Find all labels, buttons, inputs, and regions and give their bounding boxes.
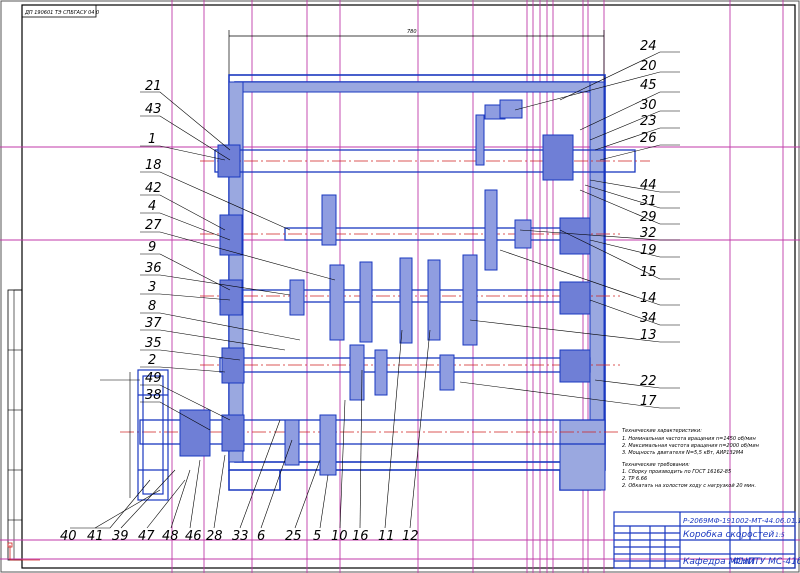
svg-text:2. Максимальная частота вращен: 2. Максимальная частота вращения n=2000 … [622,443,760,449]
side-strip [7,289,23,561]
stamp-code: ДП 190601 ТЭ СПБГАСУ 04 0 [24,10,99,16]
callout: 46 [185,529,202,544]
callout: 33 [232,529,249,544]
stamp-box [21,4,97,18]
callout: 24 [640,39,657,54]
callout: 28 [206,529,223,544]
callout: 34 [640,311,657,326]
callout: 10 [331,529,348,544]
callout: 9 [148,240,156,255]
drawing-title: Коробка скоростей [683,530,774,540]
overall-dimension-text: 780 [407,29,417,35]
callout: 12 [402,529,419,544]
callout: 35 [145,336,162,351]
callout: 3 [148,280,156,295]
bearings [179,134,591,457]
callout: 41 [87,529,104,544]
shift-fork [475,99,523,166]
callout: 22 [640,374,657,389]
group: ФНПТУ МС-41б [733,557,800,567]
callout: 5 [313,529,321,544]
callout: 25 [285,529,302,544]
callout: 4 [148,199,156,214]
callout: 20 [640,59,657,74]
svg-text:2. ТР 6.66: 2. ТР 6.66 [622,476,647,482]
callout: 16 [352,529,369,544]
callout: 37 [145,316,162,331]
svg-text:1. Сборку производить по ГОСТ: 1. Сборку производить по ГОСТ 16162-85 [622,469,731,475]
callout: 29 [640,210,657,225]
tech-requirements: Технические характеристики: 1. Номинальн… [622,428,760,489]
overall-dimension [228,30,605,90]
callout: 27 [145,218,162,233]
callout: 14 [640,291,657,306]
svg-text:2. Обкатать на холостом ходу с: 2. Обкатать на холостом ходу с нагрузкой… [622,483,756,489]
origin-marker [7,542,40,561]
drawing-frame [21,4,796,569]
leader-lines [70,51,680,529]
callout: 31 [640,194,657,209]
callout: 40 [60,529,77,544]
callout: 18 [145,158,162,173]
callout: 32 [640,226,657,241]
callouts-right: 24 20 45 30 23 26 44 31 29 32 19 15 14 3… [640,39,657,409]
callout: 39 [112,529,129,544]
callout: 44 [640,178,657,193]
callout: 38 [145,388,162,403]
callout: 23 [640,114,657,129]
svg-text:Технические требования:: Технические требования: [622,462,690,468]
svg-text:1. Номинальная частота вращени: 1. Номинальная частота вращения n=1450 о… [622,436,757,442]
callout: 11 [378,529,395,544]
callout: 47 [138,529,155,544]
scale: 1:5 [775,532,785,539]
callout: 21 [145,79,162,94]
gears [284,189,532,476]
callout: 43 [145,102,162,117]
callout: 15 [640,265,657,280]
svg-text:3. Мощность двигателя N=5,5 кВ: 3. Мощность двигателя N=5,5 кВт, АИР132М… [622,450,743,456]
callout: 49 [145,371,162,386]
callout: 26 [640,131,657,146]
callout: 19 [640,243,657,258]
callout: 17 [640,394,657,409]
callouts-bottom: 40 41 39 47 48 46 28 33 6 25 5 10 16 11 … [60,529,419,544]
svg-text:Технические характеристики:: Технические характеристики: [622,428,702,434]
callout: 42 [145,181,162,196]
callouts-left: 21 43 1 18 42 4 27 9 36 3 8 37 35 2 49 3… [145,79,162,403]
callout: 48 [162,529,179,544]
callout: 13 [640,328,657,343]
title-block [613,511,796,569]
department: Кафедра МСиИ [683,557,755,567]
doc-number: Р-2069МФ-191002-МТ-44.06.01.10.00.00 [683,517,800,525]
callout: 30 [640,98,657,113]
callout: 6 [257,529,265,544]
callout: 2 [148,353,156,368]
callout: 1 [148,132,156,147]
callout: 45 [640,78,657,93]
callout: 8 [148,299,156,314]
callout: 36 [145,261,162,276]
